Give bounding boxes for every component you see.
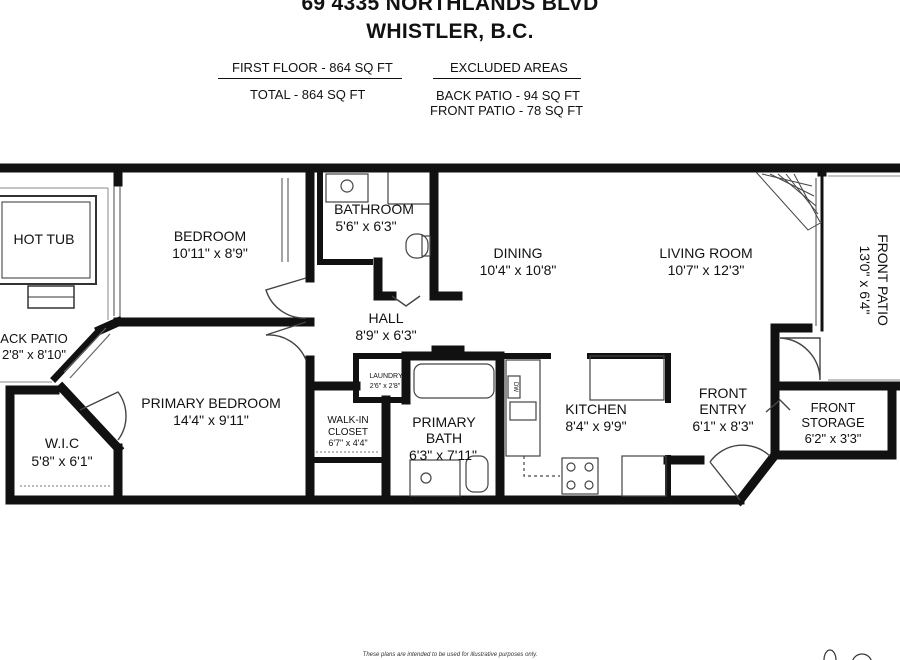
walls: [0, 163, 900, 507]
primary-bath-name2: BATH: [426, 430, 462, 446]
city-title: WHISTLER, B.C.: [366, 20, 534, 43]
bathroom-dims: 5'6" x 6'3": [335, 218, 396, 234]
back-patio-name: ACK PATIO: [0, 331, 67, 346]
wall-back-patio-diagonal: [50, 325, 105, 383]
excluded-areas-rule: [433, 78, 581, 79]
dining-dims: 10'4" x 10'8": [480, 262, 557, 278]
door-primary-bedroom: [265, 321, 307, 361]
front-storage-dims: 6'2" x 3'3": [805, 431, 862, 446]
back-patio-area: BACK PATIO - 94 SQ FT: [436, 88, 580, 103]
first-floor-rule: [218, 78, 402, 79]
walk-in-closet-dims: 6'7" x 4'4": [328, 438, 367, 448]
address-title: 69 4335 NORTHLANDS BLVD: [301, 0, 599, 15]
primary-bath-sink: [409, 459, 461, 497]
door-bathroom: [391, 295, 421, 307]
wall-wic-diagonal: [55, 381, 125, 455]
room-labels: HOT TUB BEDROOM 10'11" x 8'9" BATHROOM 5…: [0, 201, 891, 469]
wall-entry-diagonal: [733, 448, 782, 507]
primary-bath-name1: PRIMARY: [412, 414, 476, 430]
primary-bath-fixtures: [409, 363, 495, 497]
primary-bath-dims: 6'3" x 7'11": [409, 447, 477, 463]
dining-name: DINING: [494, 245, 543, 261]
kitchen-fixtures: [505, 355, 667, 497]
living-room-name: LIVING ROOM: [659, 245, 752, 261]
door-bedroom: [265, 277, 307, 319]
laundry-appliance: W/D: [381, 394, 391, 400]
door-wic: [79, 391, 127, 441]
front-entry-name2: ENTRY: [699, 401, 747, 417]
bathroom-sink: [325, 173, 369, 203]
laundry-dims: 2'6" x 2'8": [370, 383, 401, 390]
compass-icon: [823, 649, 872, 660]
kitchen-sink: [509, 401, 537, 421]
living-room-dims: 10'7" x 12'3": [668, 262, 745, 278]
kitchen-name: KITCHEN: [565, 401, 626, 417]
closet-rods: [20, 451, 380, 487]
walk-in-closet-name1: WALK-IN: [327, 415, 368, 426]
walk-in-closet-name2: CLOSET: [328, 427, 368, 438]
front-storage-name1: FRONT: [811, 400, 856, 415]
laundry-name: LAUNDRY: [369, 373, 403, 380]
bathroom-fixtures: [325, 172, 431, 259]
kitchen-island: [589, 355, 665, 401]
front-patio-name: FRONT PATIO: [875, 234, 891, 326]
primary-bath-toilet: [465, 455, 489, 493]
kitchen-stove: [561, 457, 599, 495]
bathtub: [413, 363, 495, 399]
kitchen-dims: 8'4" x 9'9": [565, 418, 626, 434]
door-front-patio: [779, 337, 821, 381]
back-patio-dims: 2'8" x 8'10": [2, 347, 66, 362]
bedroom-name: BEDROOM: [174, 228, 246, 244]
primary-bedroom-dims: 14'4" x 9'11": [173, 412, 249, 428]
wic-name: W.I.C: [45, 435, 79, 451]
front-entry-dims: 6'1" x 8'3": [692, 418, 753, 434]
front-patio-area: FRONT PATIO - 78 SQ FT: [430, 103, 584, 118]
bedroom-dims: 10'11" x 8'9": [172, 245, 248, 261]
disclaimer-text: These plans are intended to be used for …: [362, 652, 538, 658]
hall-dims: 8'9" x 6'3": [355, 327, 416, 343]
fridge: [621, 455, 667, 497]
front-patio-dims: 13'0" x 6'4": [857, 246, 873, 315]
primary-bedroom-name: PRIMARY BEDROOM: [141, 395, 281, 411]
windows: [63, 178, 817, 379]
hot-tub: [0, 195, 97, 309]
first-floor-area: FIRST FLOOR - 864 SQ FT: [232, 60, 393, 75]
door-front-entry: [709, 444, 771, 501]
front-storage-name2: STORAGE: [801, 415, 865, 430]
kitchen-counter: [505, 359, 541, 457]
hall-name: HALL: [368, 310, 403, 326]
wic-dims: 5'8" x 6'1": [31, 453, 92, 469]
front-entry-name1: FRONT: [699, 385, 748, 401]
door-front-storage: [765, 399, 791, 413]
excluded-areas-title: EXCLUDED AREAS: [450, 60, 568, 75]
bathroom-name: BATHROOM: [334, 201, 414, 217]
doors: [79, 277, 821, 501]
patio-outlines: [0, 175, 900, 383]
exterior-stairs: [755, 171, 823, 231]
total-area: TOTAL - 864 SQ FT: [250, 87, 366, 102]
hot-tub-label: HOT TUB: [14, 231, 75, 247]
bathroom-toilet: [405, 233, 429, 259]
kitchen-appliance: DW: [512, 382, 518, 392]
